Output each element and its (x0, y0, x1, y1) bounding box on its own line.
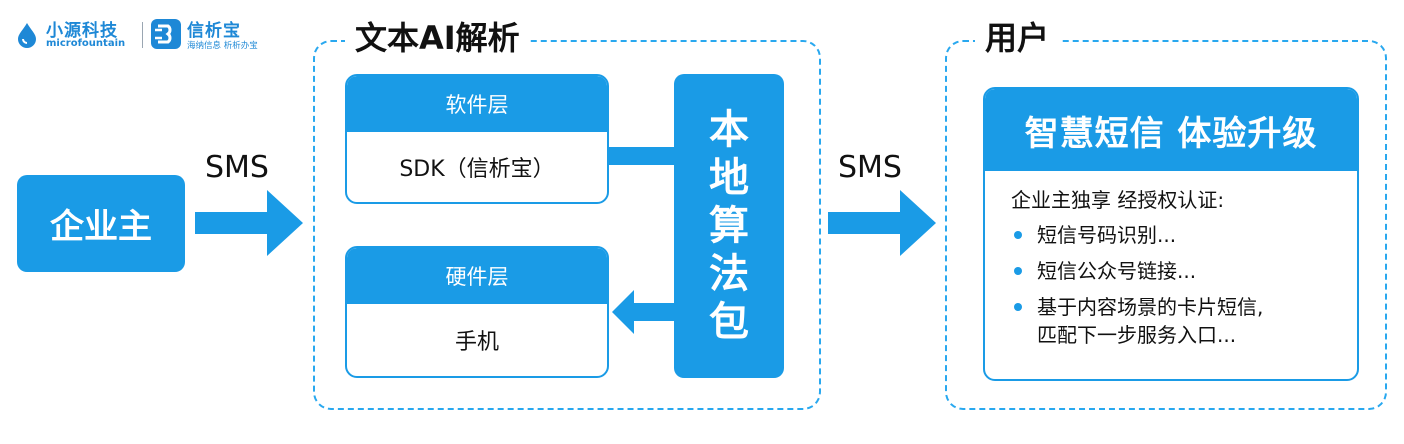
user-intro: 企业主独享 经授权认证: (1011, 188, 1225, 212)
feature-list: 短信号码识别... 短信公众号链接... 基于内容场景的卡片短信, 匹配下一步服… (1011, 221, 1357, 349)
logo-divider (142, 22, 143, 48)
ai-analysis-group (313, 40, 821, 410)
bullet-icon (1014, 303, 1022, 311)
enterprise-box: 企业主 (17, 175, 185, 272)
xinxibao-logo-icon (151, 19, 181, 49)
algorithm-char-3: 算 (709, 203, 749, 249)
list-item: 短信号码识别... (1011, 221, 1357, 249)
software-layer-card: 软件层 SDK（信析宝） (345, 74, 609, 204)
company-logo-name: 小源科技 (46, 21, 118, 41)
enterprise-label: 企业主 (50, 207, 152, 247)
list-item: 短信公众号链接... (1011, 257, 1357, 285)
product-logo-sub: 海纳信息 析析办宝 (187, 41, 258, 51)
list-item: 匹配下一步服务入口... (1037, 323, 1237, 347)
ai-group-title: 文本AI解析 (345, 18, 530, 58)
user-group-title: 用户 (975, 18, 1060, 58)
algorithm-char-4: 法 (709, 251, 749, 297)
algorithm-char-1: 本 (709, 107, 749, 153)
software-layer-header: 软件层 (347, 76, 607, 132)
water-drop-icon (18, 23, 36, 48)
smart-sms-header: 智慧短信 体验升级 (985, 89, 1357, 171)
algorithm-package-box: 本 地 算 法 包 (674, 74, 784, 378)
bullet-icon (1014, 267, 1022, 275)
algorithm-char-5: 包 (709, 299, 749, 345)
hardware-layer-header: 硬件层 (347, 248, 607, 304)
bullet-icon (1014, 231, 1022, 239)
smart-sms-card: 智慧短信 体验升级 企业主独享 经授权认证: 短信号码识别... 短信公众号链接… (983, 87, 1359, 381)
sms-label-left: SMS (205, 150, 269, 185)
algorithm-char-2: 地 (709, 155, 749, 201)
hardware-layer-card: 硬件层 手机 (345, 246, 609, 378)
user-group (945, 40, 1387, 410)
company-logo-sub: microfountain (46, 38, 126, 49)
list-item: 基于内容场景的卡片短信, (1011, 293, 1357, 321)
connector-bar (607, 147, 677, 165)
right-arrow-icon (195, 190, 303, 256)
software-layer-body: SDK（信析宝） (399, 157, 555, 182)
hardware-layer-body: 手机 (454, 330, 499, 355)
left-arrow-icon (612, 290, 678, 334)
product-logo-name: 信析宝 (187, 21, 241, 41)
right-arrow-icon-2 (828, 190, 936, 256)
sms-label-right: SMS (838, 150, 902, 185)
